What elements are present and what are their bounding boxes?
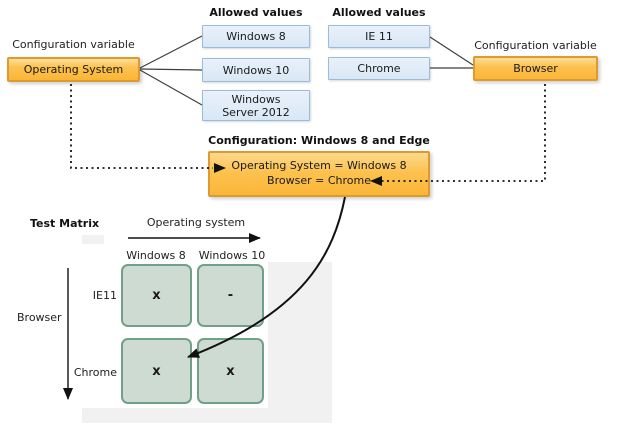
matrix-cell-chrome-windows8: x bbox=[121, 338, 192, 404]
browser-allowed-values-heading: Allowed values bbox=[332, 6, 426, 19]
matrix-x-axis-label: Operating system bbox=[146, 216, 246, 229]
configuration-browser-line: Browser = Chrome bbox=[267, 174, 371, 187]
matrix-cell-chrome-windows10: x bbox=[197, 338, 264, 404]
matrix-column-windows10: Windows 10 bbox=[198, 249, 266, 262]
configuration-os-line: Operating System = Windows 8 bbox=[231, 159, 407, 172]
os-variable-caption: Configuration variable bbox=[12, 38, 135, 51]
os-allowed-values-heading: Allowed values bbox=[209, 6, 303, 19]
os-value-windows8: Windows 8 bbox=[202, 25, 310, 48]
os-variable-box: Operating System bbox=[7, 57, 140, 82]
matrix-row-ie11: IE11 bbox=[92, 289, 117, 302]
browser-variable-caption: Configuration variable bbox=[474, 39, 597, 52]
matrix-row-chrome: Chrome bbox=[73, 366, 117, 379]
matrix-panel-fragment bbox=[82, 235, 104, 244]
test-matrix-title: Test Matrix bbox=[30, 217, 100, 230]
os-value-windows-server-2012: Windows Server 2012 bbox=[202, 90, 310, 121]
configuration-box: Operating System = Windows 8 Browser = C… bbox=[208, 151, 430, 197]
matrix-panel-bottom bbox=[82, 408, 332, 423]
matrix-column-windows8: Windows 8 bbox=[126, 249, 186, 262]
browser-value-ie11: IE 11 bbox=[328, 25, 430, 48]
browser-value-chrome: Chrome bbox=[328, 57, 430, 80]
matrix-cell-ie11-windows10: - bbox=[197, 264, 264, 327]
matrix-y-axis-label: Browser bbox=[17, 311, 62, 324]
configuration-title: Configuration: Windows 8 and Edge bbox=[208, 134, 430, 147]
os-value-windows10: Windows 10 bbox=[202, 58, 310, 82]
matrix-cell-ie11-windows8: x bbox=[121, 264, 192, 327]
browser-variable-box: Browser bbox=[473, 56, 598, 81]
